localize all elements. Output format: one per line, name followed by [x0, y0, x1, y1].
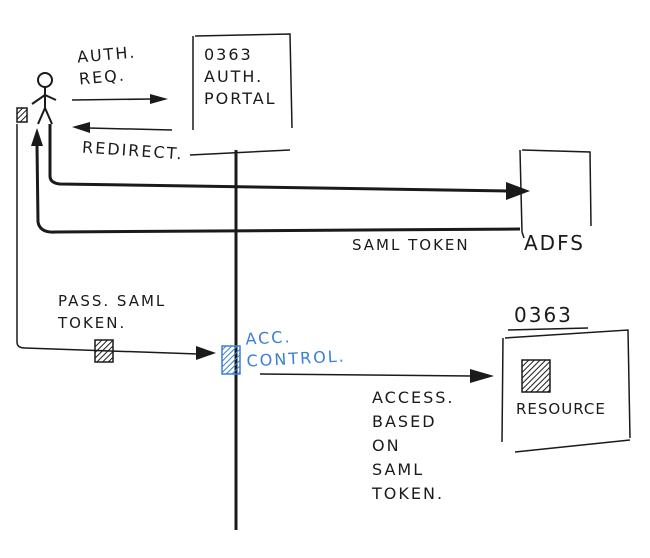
auth-request-label: AUTH. REQ.: [76, 42, 137, 89]
access-arrow: [259, 373, 473, 377]
auth-request-arrowhead: [150, 94, 168, 104]
portal-label: 0363 AUTH. PORTAL: [204, 45, 277, 108]
access-based-label: ACCESS. BASED ON SAML TOKEN.: [372, 388, 455, 503]
access-arrowhead: [470, 369, 494, 383]
auth-request-arrow: [71, 98, 153, 101]
pass-token-arrowhead: [196, 346, 216, 360]
portal-box: [189, 33, 293, 156]
saml-token-label: SAML TOKEN: [352, 236, 470, 254]
access-control-icon: [221, 345, 241, 375]
user-to-adfs-arrowhead: [506, 182, 530, 200]
user-to-adfs-line: [48, 124, 513, 193]
resource-label: RESOURCE: [516, 400, 606, 418]
user-figure: [31, 72, 57, 125]
saml-token-return-arrowhead: [31, 128, 43, 146]
token-icon: [94, 339, 114, 363]
saml-token-return-line: [35, 144, 521, 234]
adfs-label: ADFS: [524, 231, 585, 255]
resource-title-underline: [507, 327, 589, 331]
pass-saml-token-label: PASS. SAML TOKEN.: [58, 292, 167, 332]
adfs-box: [519, 149, 592, 239]
redirect-arrow: [87, 127, 173, 131]
access-control-label: ACC. CONTROL.: [244, 327, 347, 371]
redirect-arrowhead: [72, 122, 90, 133]
resource-box: [501, 329, 631, 453]
device-icon: [16, 107, 28, 123]
resource-icon: [521, 359, 551, 393]
resource-title-label: 0363: [514, 303, 573, 327]
pass-token-line: [16, 124, 199, 355]
